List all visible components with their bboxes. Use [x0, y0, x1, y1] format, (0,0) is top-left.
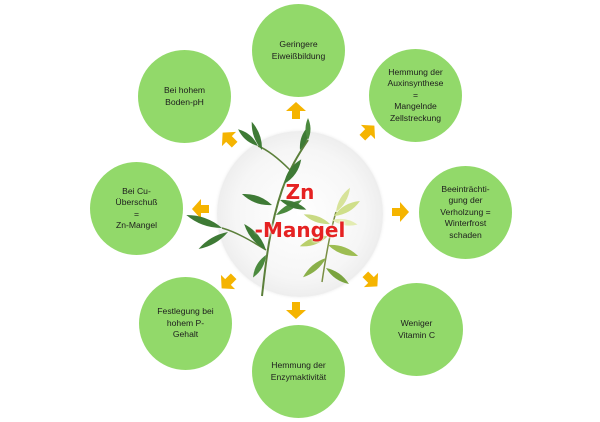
arrow-right [392, 202, 409, 222]
center-title-line2: -Mangel [254, 218, 346, 242]
plant-shape [238, 129, 258, 146]
effect-text-line: Bei hohem [163, 85, 206, 95]
arrow-down-left [220, 273, 237, 290]
plant-shape [305, 118, 311, 140]
plant-shape [261, 139, 309, 297]
effect-text-line: Bei Cu- [122, 185, 151, 196]
plant-shape [244, 223, 266, 250]
plant-shape [241, 193, 272, 206]
plant-shape [198, 232, 228, 249]
plant-shape [253, 255, 266, 278]
plant-shape [336, 187, 350, 212]
effect-text-line: Weniger [400, 318, 433, 328]
arrow-left [192, 199, 209, 219]
plant-shape [332, 218, 358, 226]
effect-text-line: Zellstreckung [389, 112, 442, 123]
effect-text-line: Auxinsynthese [387, 78, 444, 89]
effect-text-line: Beeinträchti- [441, 183, 490, 194]
arrow-up-left [221, 131, 238, 148]
arrow-up-right [359, 124, 376, 141]
effect-text-line: Verholzung = [440, 206, 491, 217]
effect-text-line: Hemmung der [271, 360, 326, 370]
center-circle [217, 131, 383, 297]
plant-shape [303, 258, 326, 278]
effect-text-line: Enzymaktivität [270, 371, 327, 382]
plant-shape [334, 201, 360, 216]
arrow-up [286, 102, 306, 119]
effect-text-line: = [412, 89, 419, 100]
plant-shape [284, 159, 302, 184]
plant-shape [257, 145, 291, 171]
plant-shape [280, 199, 307, 210]
plant-shape [321, 211, 337, 283]
arrow-down [286, 302, 306, 319]
effect-text-line: Zn-Mangel [115, 220, 158, 230]
effect-text-line: gung der [448, 195, 483, 206]
effect-text-line: Hemmung der [388, 66, 443, 77]
effect-node-copper: Bei Cu-Überschuß=Zn-Mangel [90, 162, 183, 255]
effect-text-line: = [133, 208, 140, 219]
effect-text-line: Eiweißbildung [271, 50, 326, 61]
plant-shape [328, 244, 359, 257]
effect-text-line: hohem P- [166, 317, 205, 328]
plant-shape [326, 268, 349, 285]
effect-text-line: Vitamin C [397, 329, 436, 340]
effect-text-line: Boden-pH [165, 96, 204, 107]
effect-text-line: Überschuß [115, 197, 158, 207]
plant-shape [186, 215, 222, 229]
effect-text-line: Mangelnde [394, 101, 437, 112]
effect-text-line: schaden [449, 229, 482, 240]
effect-text-line: Winterfrost [444, 218, 487, 229]
effect-text-line: Geringere [279, 39, 318, 49]
plant-shape [303, 214, 330, 225]
arrow-down-right [362, 271, 379, 288]
effect-text-line: Gehalt [172, 329, 199, 340]
effect-text-line: Festlegung bei [157, 306, 214, 317]
center-title-line1: Zn [285, 180, 315, 204]
plant-shape [251, 121, 263, 150]
plant-shape [299, 235, 328, 247]
